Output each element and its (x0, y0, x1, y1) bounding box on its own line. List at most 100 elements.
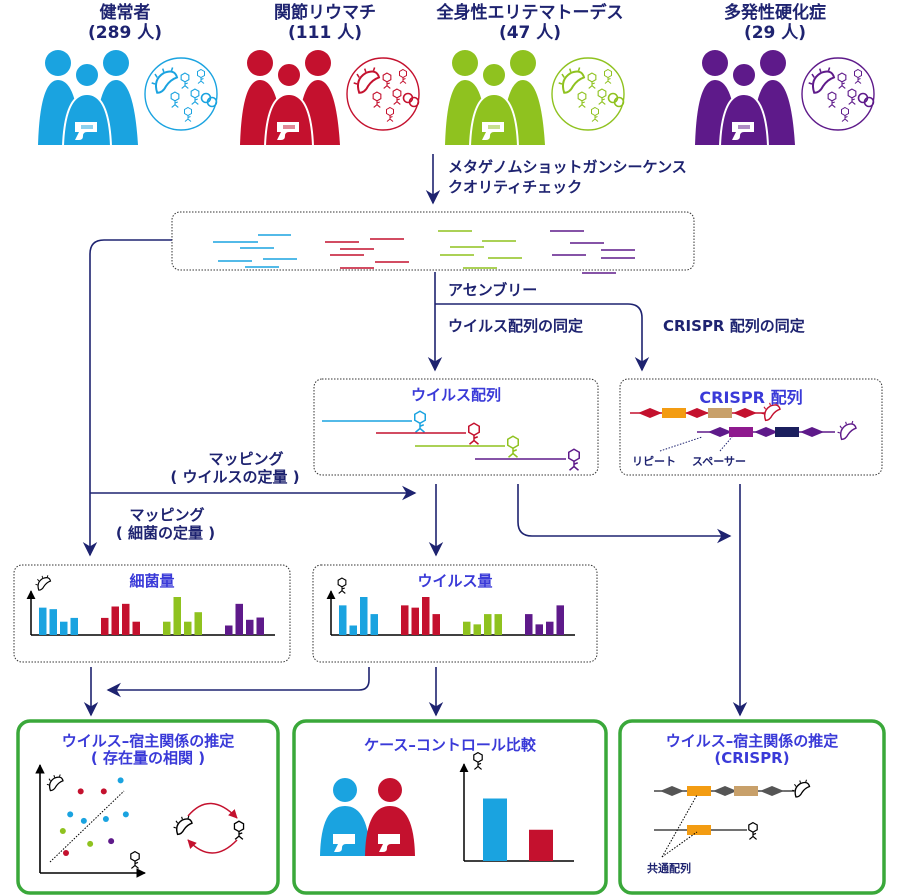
phage-tail (373, 100, 381, 108)
bar (422, 597, 430, 635)
scatter-point (100, 788, 107, 795)
phage-tail (383, 81, 391, 89)
repeat-diamond (638, 408, 662, 418)
phage-icon (577, 91, 587, 108)
result-correlation-box (16, 719, 280, 895)
person-head (247, 50, 273, 76)
phage-head (386, 106, 394, 117)
scatter-point (63, 850, 69, 857)
spacer-pointer (719, 436, 733, 452)
phage-tail (181, 81, 189, 89)
phage-icon (604, 68, 612, 84)
step-crispr-id: CRISPR 配列の同定 (663, 317, 805, 335)
crispr-match (654, 779, 811, 858)
phage-icon (180, 72, 190, 89)
person-body (468, 92, 520, 147)
phage-icon (382, 72, 392, 89)
bar (132, 621, 140, 635)
intestine-icon (333, 834, 355, 852)
phage-icon (197, 68, 205, 84)
bacterium-icon (837, 420, 857, 441)
repeat-diamond (760, 786, 784, 796)
phage-head (591, 106, 599, 117)
group-sle-icons (445, 50, 625, 147)
bacterium-flagella (837, 420, 854, 434)
step-qc: クオリティチェック (448, 178, 583, 196)
virus-seq-box (313, 378, 599, 476)
phage-head (414, 410, 426, 425)
intestine-icon (732, 122, 754, 140)
scatter-point (102, 816, 109, 822)
person-head (333, 778, 357, 802)
bacterium-icon (808, 67, 836, 94)
bacterium-flagella (35, 575, 49, 586)
phage-head (382, 72, 392, 83)
reads-sle (438, 230, 522, 269)
bacterium-body (154, 70, 179, 94)
phage-head (597, 88, 607, 99)
person-body (263, 92, 315, 147)
phage-head (577, 91, 587, 102)
phage-tail (848, 97, 856, 105)
phage-tail (234, 831, 244, 840)
bacteria-abundance-box (13, 564, 291, 663)
step-virus-id: ウイルス配列の同定 (448, 317, 584, 335)
scatter-point (77, 788, 84, 795)
cell-icon (408, 96, 420, 108)
phage-head (337, 577, 347, 588)
phage-tail (588, 81, 596, 89)
person-head (731, 62, 757, 88)
phage-icon (748, 821, 758, 840)
intestine-icon (482, 122, 504, 140)
virus-seq-title: ウイルス配列 (410, 386, 501, 404)
intestine-detail (488, 125, 500, 129)
bar (535, 624, 543, 635)
bacterium-body (48, 776, 64, 792)
bacterium-flagella (353, 67, 376, 85)
arrow-virus-to-corr (106, 667, 370, 698)
bar (235, 603, 243, 635)
phage-tail (749, 832, 757, 840)
crispr-seq-title: CRISPR 配列 (699, 388, 803, 407)
bar (225, 625, 233, 635)
cycle-arrow-bottom (187, 839, 238, 854)
reads-ms (550, 230, 635, 274)
phage-head (197, 68, 205, 79)
phage-icon (337, 577, 347, 594)
phage-tail (591, 115, 599, 122)
person-head (452, 50, 478, 76)
bacterium-icon (353, 67, 381, 94)
phage-icon (399, 68, 407, 84)
bar (349, 625, 357, 635)
scatter-point (108, 838, 115, 845)
group-ms-title: 多発性硬化症 (29 人) (724, 3, 826, 43)
phage-head (854, 68, 862, 79)
bar (70, 617, 78, 635)
phage-icon (591, 106, 599, 122)
phage-head (190, 88, 200, 99)
bacterium-body (175, 818, 193, 836)
spacer-block (662, 408, 686, 418)
phage-icon (392, 88, 402, 105)
intestine-detail (738, 125, 750, 129)
person-head (74, 62, 100, 88)
repeat-diamond (733, 408, 757, 418)
phage-icon (587, 72, 597, 89)
bar (39, 607, 47, 635)
case-control-chart (459, 751, 574, 862)
phage-icon (507, 435, 519, 458)
person-head (760, 50, 786, 76)
spacer-block (734, 786, 758, 796)
person-head (305, 50, 331, 76)
people-icon (38, 50, 138, 147)
phage-icon (473, 751, 483, 770)
bacterium-icon (151, 67, 179, 94)
repeat-diamond (708, 427, 732, 437)
phage-tail (828, 100, 836, 108)
intestine-detail (81, 125, 93, 129)
phage-icon (854, 68, 862, 84)
microbiome-circle (551, 57, 625, 131)
person-body (365, 806, 415, 856)
virus-abundance-chart (326, 590, 575, 636)
crispr-array-2 (697, 427, 835, 437)
